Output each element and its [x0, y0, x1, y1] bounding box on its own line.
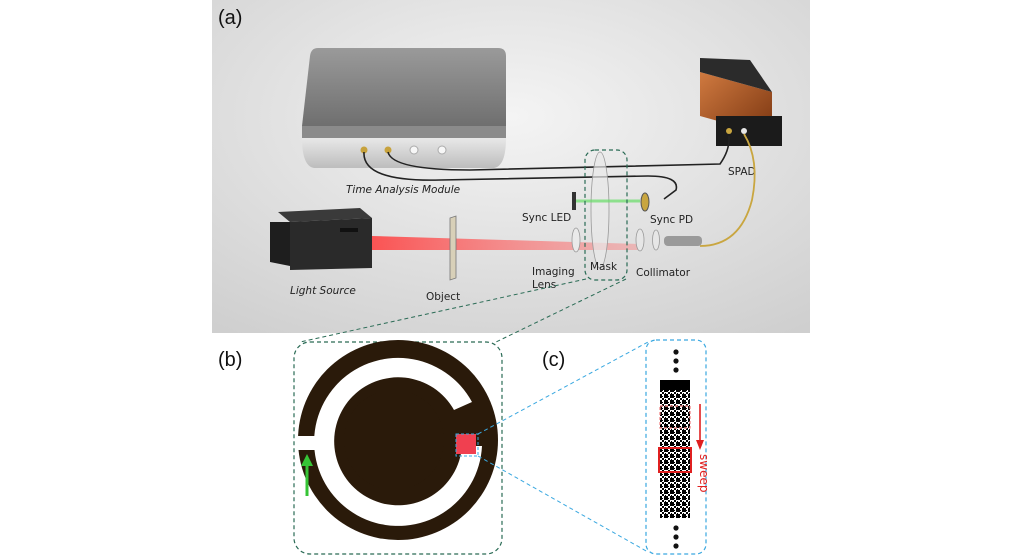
- label-spad: SPAD: [728, 166, 756, 178]
- mask-highlight-box: [584, 149, 628, 281]
- label-imaging-lens-2: Lens: [532, 279, 556, 291]
- mask-disc: [590, 151, 610, 269]
- object-slide: [449, 215, 457, 281]
- label-sync-led: Sync LED: [522, 212, 571, 224]
- cable-1: [363, 151, 678, 200]
- collimator-lens-1: [635, 228, 645, 252]
- current-window: [658, 447, 692, 473]
- zoom-line-b-right: [495, 278, 627, 343]
- light-source: [270, 208, 372, 270]
- sync-pd: [640, 192, 650, 212]
- render-background: [212, 0, 810, 333]
- collimator-body: [664, 236, 702, 246]
- panel-a: (a) Time Analysis Module SPAD: [212, 0, 810, 333]
- ellipsis-dot-bottom-1: [673, 525, 679, 531]
- mask-inner-disc: [344, 390, 444, 490]
- label-object: Object: [426, 291, 460, 303]
- previous-window: [659, 405, 691, 429]
- label-mask: Mask: [590, 261, 618, 273]
- sync-led: [572, 192, 576, 210]
- spad: [700, 58, 782, 146]
- ellipsis-dot-bottom-2: [673, 534, 679, 540]
- mask-left-slot: [298, 436, 316, 450]
- label-collimator: Collimator: [636, 267, 691, 279]
- label-time-analysis-module: Time Analysis Module: [346, 184, 460, 196]
- panel-label-b: (b): [218, 349, 242, 371]
- panel-c: (c) sweep: [542, 339, 711, 555]
- time-analysis-module: [302, 48, 506, 168]
- panel-label-a: (a): [218, 7, 242, 29]
- cable-2: [387, 135, 730, 171]
- mask-highlight-outline: [455, 433, 479, 457]
- mask-highlight-patch: [456, 434, 476, 454]
- fiber: [699, 133, 756, 247]
- sweep-label: sweep: [697, 454, 711, 492]
- ellipsis-dot-top-1: [673, 349, 679, 355]
- panel-b: (b): [218, 340, 503, 555]
- collimator-lens-2: [652, 229, 660, 251]
- imaging-lens: [571, 227, 581, 253]
- label-imaging-lens-1: Imaging: [532, 266, 575, 278]
- label-sync-pd: Sync PD: [650, 214, 693, 226]
- coded-pattern: [660, 390, 690, 518]
- panel-label-c: (c): [542, 349, 565, 371]
- zoom-line-c-bottom: [477, 455, 649, 553]
- sweep-arrowhead: [696, 440, 704, 450]
- zoom-line-c-top: [477, 341, 649, 435]
- label-light-source: Light Source: [290, 285, 356, 297]
- ellipsis-dot-bottom-3: [673, 543, 679, 549]
- rotation-arrowhead: [301, 454, 313, 466]
- ellipsis-dot-top-2: [673, 358, 679, 364]
- ellipsis-dot-top-3: [673, 367, 679, 373]
- strip-header-bar: [660, 380, 690, 390]
